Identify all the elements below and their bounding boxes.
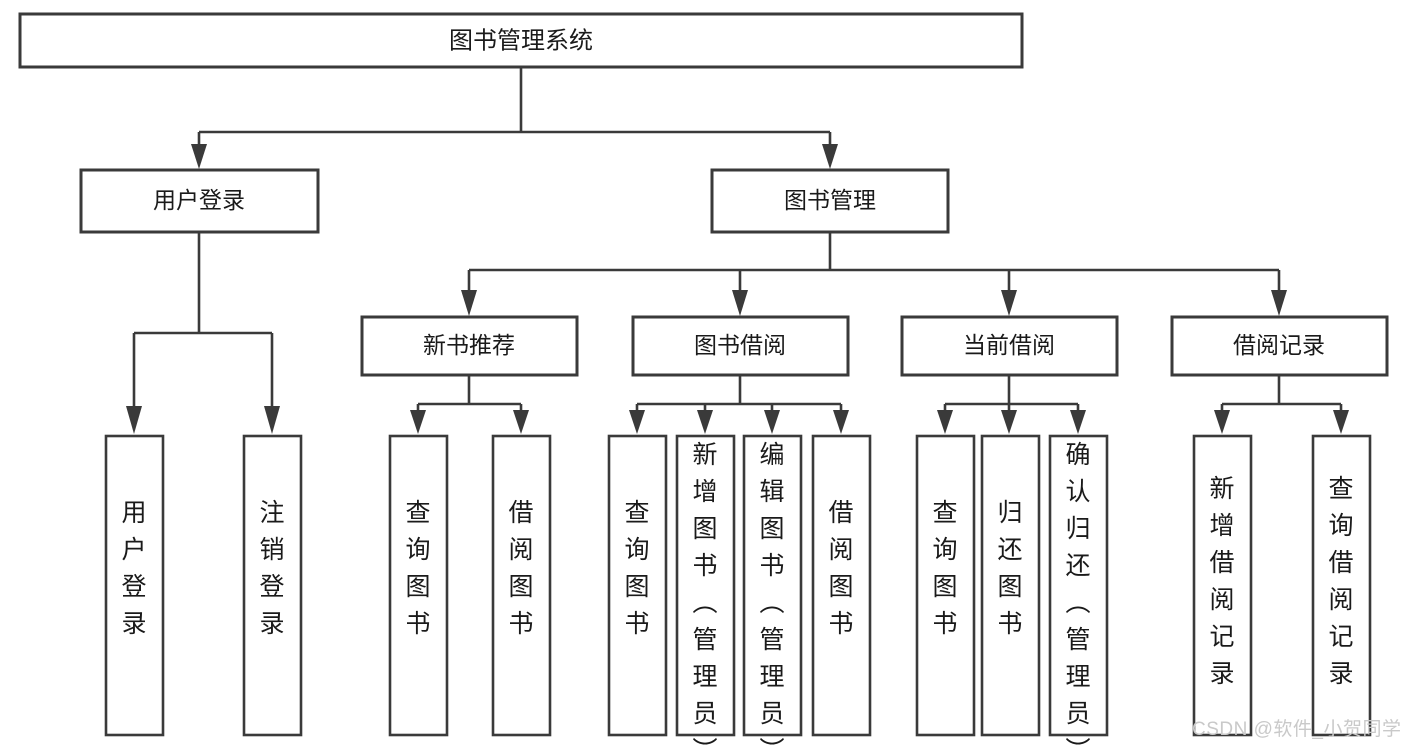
leaf-recommend-1-box[interactable] xyxy=(388,434,449,737)
node-new-book-recommend[interactable]: 新书推荐 xyxy=(360,315,579,377)
node-book-manage-label: 图书管理 xyxy=(784,187,876,213)
connector-group-recommend xyxy=(410,375,529,434)
leaf-borrow-2[interactable]: 新增图书︵管理员︶ xyxy=(675,434,736,747)
arrow-borrow-leaf-2 xyxy=(697,410,713,434)
leaf-current-2-box[interactable] xyxy=(980,434,1041,737)
arrow-book-to-current xyxy=(1001,290,1017,316)
leaf-current-3-label: 确认归还︵管理员︶ xyxy=(1065,441,1090,747)
leaf-borrow-2-label: 新增图书︵管理员︶ xyxy=(692,441,717,747)
arrow-borrow-leaf-4 xyxy=(833,410,849,434)
leaf-recommend-2-box[interactable] xyxy=(491,434,552,737)
arrow-current-leaf-2 xyxy=(1001,410,1017,434)
leaf-borrow-4[interactable]: 借阅图书 xyxy=(811,434,872,737)
leaf-user-login-1[interactable]: 用户登录 xyxy=(104,434,165,737)
leaf-borrow-1[interactable]: 查询图书 xyxy=(607,434,668,737)
leaf-recommend-1-label: 查询图书 xyxy=(405,499,430,638)
connector-group-current xyxy=(937,375,1086,434)
arrow-user-leaf-2 xyxy=(264,406,280,434)
leaf-current-3[interactable]: 确认归还︵管理员︶ xyxy=(1048,434,1109,747)
leaf-user-login-1-box[interactable] xyxy=(104,434,165,737)
node-new-book-recommend-box[interactable] xyxy=(360,315,579,377)
connector-group-user-login xyxy=(126,233,280,434)
leaf-record-1[interactable]: 新增借阅记录 xyxy=(1192,434,1253,737)
leaf-borrow-3-label: 编辑图书︵管理员︶ xyxy=(759,441,784,747)
node-book-manage[interactable]: 图书管理 xyxy=(710,168,950,234)
leaf-recommend-2-label: 借阅图书 xyxy=(508,499,533,638)
node-root[interactable]: 图书管理系统 xyxy=(18,12,1024,69)
arrow-recommend-leaf-2 xyxy=(513,410,529,434)
leaf-current-1-label: 查询图书 xyxy=(932,499,957,638)
leaf-record-1-box[interactable] xyxy=(1192,434,1253,737)
leaf-recommend-2[interactable]: 借阅图书 xyxy=(491,434,552,737)
arrow-current-leaf-3 xyxy=(1070,410,1086,434)
arrow-user-leaf-1 xyxy=(126,406,142,434)
node-borrow-record-label: 借阅记录 xyxy=(1233,332,1325,358)
connector-group-record xyxy=(1214,375,1349,434)
connector-group-borrow xyxy=(629,375,849,434)
node-book-manage-box[interactable] xyxy=(710,168,950,234)
arrow-root-to-user xyxy=(191,144,207,169)
node-user-login-box[interactable] xyxy=(79,168,320,234)
node-user-login-label: 用户登录 xyxy=(153,187,245,213)
leaf-borrow-3-box[interactable] xyxy=(742,434,803,737)
arrow-book-to-recommend xyxy=(461,290,477,316)
node-current-borrow-label: 当前借阅 xyxy=(963,332,1055,358)
leaf-user-login-2[interactable]: 注销登录 xyxy=(242,434,303,737)
leaf-record-1-label: 新增借阅记录 xyxy=(1209,475,1234,688)
leaf-current-2[interactable]: 归还图书 xyxy=(980,434,1041,737)
arrow-root-to-book xyxy=(822,144,838,169)
leaf-user-login-2-box[interactable] xyxy=(242,434,303,737)
leaf-user-login-2-label: 注销登录 xyxy=(259,499,284,638)
node-book-borrow-box[interactable] xyxy=(631,315,850,377)
leaf-user-login-1-label: 用户登录 xyxy=(121,499,146,638)
node-new-book-recommend-label: 新书推荐 xyxy=(423,332,515,358)
csdn-watermark: CSDN @软件_小贺同学 xyxy=(1192,719,1402,740)
leaf-current-3-box[interactable] xyxy=(1048,434,1109,737)
leaf-borrow-3[interactable]: 编辑图书︵管理员︶ xyxy=(742,434,803,747)
leaf-record-2-label: 查询借阅记录 xyxy=(1328,475,1353,688)
arrow-book-to-borrow xyxy=(732,290,748,316)
leaf-borrow-2-box[interactable] xyxy=(675,434,736,737)
leaf-recommend-1[interactable]: 查询图书 xyxy=(388,434,449,737)
leaf-record-2[interactable]: 查询借阅记录 xyxy=(1311,434,1372,737)
leaf-record-2-box[interactable] xyxy=(1311,434,1372,737)
leaf-current-1[interactable]: 查询图书 xyxy=(915,434,976,737)
arrow-book-to-record xyxy=(1271,290,1287,316)
arrow-borrow-leaf-1 xyxy=(629,410,645,434)
leaf-borrow-1-label: 查询图书 xyxy=(624,499,649,638)
arrow-recommend-leaf-1 xyxy=(410,410,426,434)
node-root-label: 图书管理系统 xyxy=(449,27,593,54)
arrow-borrow-leaf-3 xyxy=(764,410,780,434)
connector-group-book-manage xyxy=(461,233,1287,316)
connector-group-root xyxy=(191,67,838,169)
node-borrow-record[interactable]: 借阅记录 xyxy=(1170,315,1389,377)
arrow-current-leaf-1 xyxy=(937,410,953,434)
arrow-record-leaf-1 xyxy=(1214,410,1230,434)
node-borrow-record-box[interactable] xyxy=(1170,315,1389,377)
node-book-borrow[interactable]: 图书借阅 xyxy=(631,315,850,377)
node-current-borrow-box[interactable] xyxy=(900,315,1119,377)
leaf-borrow-1-box[interactable] xyxy=(607,434,668,737)
leaf-borrow-4-label: 借阅图书 xyxy=(828,499,853,638)
leaf-current-1-box[interactable] xyxy=(915,434,976,737)
leaf-borrow-4-box[interactable] xyxy=(811,434,872,737)
node-user-login[interactable]: 用户登录 xyxy=(79,168,320,234)
node-root-box[interactable] xyxy=(18,12,1024,69)
arrow-record-leaf-2 xyxy=(1333,410,1349,434)
leaf-current-2-label: 归还图书 xyxy=(997,499,1022,638)
node-book-borrow-label: 图书借阅 xyxy=(694,332,786,358)
node-current-borrow[interactable]: 当前借阅 xyxy=(900,315,1119,377)
